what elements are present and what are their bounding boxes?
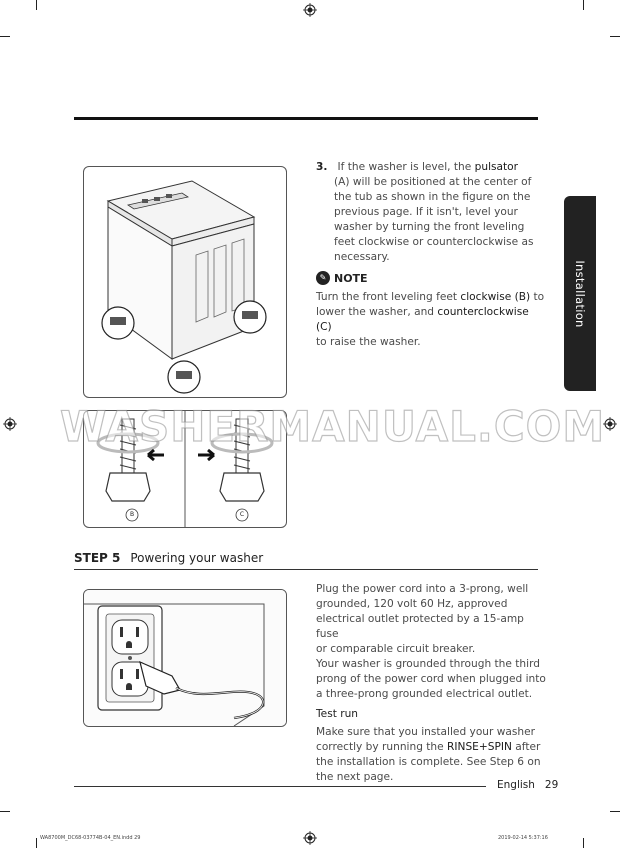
header-rule [74, 117, 538, 120]
clockwise-keyword: clockwise (B) [460, 291, 531, 303]
power-line3: electrical outlet protected by a 15-amp … [316, 613, 524, 640]
step3-line2: (A) will be positioned at the center of [334, 176, 532, 188]
step5-rule [74, 569, 538, 570]
note-icon: ✎ [316, 271, 330, 285]
step5-label: STEP 5 [74, 551, 121, 565]
power-line2: grounded, 120 volt 60 Hz, approved [316, 598, 508, 610]
washer-illustration [101, 180, 267, 394]
registration-mark-icon [603, 417, 617, 431]
footer-language: English [497, 779, 535, 791]
crop-mark [610, 811, 620, 812]
footer-rule [74, 786, 486, 787]
step3-line3: the tub as shown in the figure on the [334, 191, 531, 203]
test-line1: Make sure that you installed your washer [316, 726, 535, 738]
label-c: C [239, 511, 245, 518]
step3-number: 3. [316, 161, 328, 173]
page-number: 29 [544, 779, 559, 791]
section-tab-label: Installation [573, 259, 587, 328]
registration-mark-icon [3, 417, 17, 431]
outlet-illustration [84, 590, 286, 726]
slug-left: WA8700M_DC68-03774B-04_EN.indd 29 [40, 835, 141, 841]
crop-mark [583, 0, 584, 10]
crop-mark [36, 838, 37, 848]
note-line1: Turn the front leveling feet [316, 291, 461, 303]
step3-line4: previous page. If it isn't, level your [334, 206, 518, 218]
test-line4: the next page. [316, 771, 394, 783]
power-line4: or comparable circuit breaker. [316, 643, 476, 655]
power-line7: a three-prong grounded electrical outlet… [316, 688, 533, 700]
note-title: NOTE [334, 272, 368, 285]
step5-heading: STEP 5 Powering your washer [74, 551, 263, 565]
crop-mark [610, 36, 620, 37]
pulsator-keyword: pulsator [474, 161, 519, 173]
rinse-spin-keyword: RINSE+SPIN [447, 741, 512, 753]
power-line5: Your washer is grounded through the thir… [316, 658, 540, 670]
power-line1: Plug the power cord into a 3-prong, well [316, 583, 529, 595]
step3-line5: washer by turning the front leveling [334, 221, 525, 233]
step3-line6: feet clockwise or counterclockwise as [334, 236, 534, 248]
step5-title: Powering your washer [130, 551, 264, 565]
note-body: Turn the front leveling feet clockwise (… [316, 290, 546, 350]
label-b: B [129, 511, 135, 518]
crop-mark [0, 36, 10, 37]
crop-mark [0, 811, 10, 812]
section-tab: Installation [564, 196, 596, 391]
counter-arrow-icon [147, 448, 164, 462]
test-run-title: Test run [316, 708, 359, 720]
registration-mark-icon [303, 3, 317, 17]
power-block: Plug the power cord into a 3-prong, well… [316, 582, 548, 785]
slug-right: 2019-02-14 5:37:16 [498, 835, 548, 841]
step3-line1: If the washer is level, the [337, 161, 475, 173]
outlet-figure [83, 589, 287, 727]
power-line6: prong of the power cord when plugged int… [316, 673, 546, 685]
crop-mark [36, 0, 37, 10]
registration-mark-icon [303, 831, 317, 845]
step3-line7: necessary. [334, 251, 390, 263]
watermark: WASHERMANUAL.COM [59, 401, 606, 451]
test-line2-end: after [511, 741, 541, 753]
step3-block: 3. If the washer is level, the pulsator … [316, 160, 540, 265]
test-line3: the installation is complete. See Step 6… [316, 756, 541, 768]
clockwise-arrow-icon [198, 448, 215, 462]
counterclockwise-keyword: counterclockwise (C) [316, 306, 529, 333]
leveling-feet-figure: B C [83, 410, 287, 528]
leveling-feet-illustration [96, 411, 274, 527]
crop-mark [583, 838, 584, 848]
note-line2: lower the washer, and [316, 306, 438, 318]
footer: English 29 [497, 779, 558, 791]
note-line1-end: to [530, 291, 545, 303]
washer-level-figure [83, 166, 287, 398]
note-line3: to raise the washer. [316, 336, 421, 348]
test-line2: correctly by running the [316, 741, 448, 753]
